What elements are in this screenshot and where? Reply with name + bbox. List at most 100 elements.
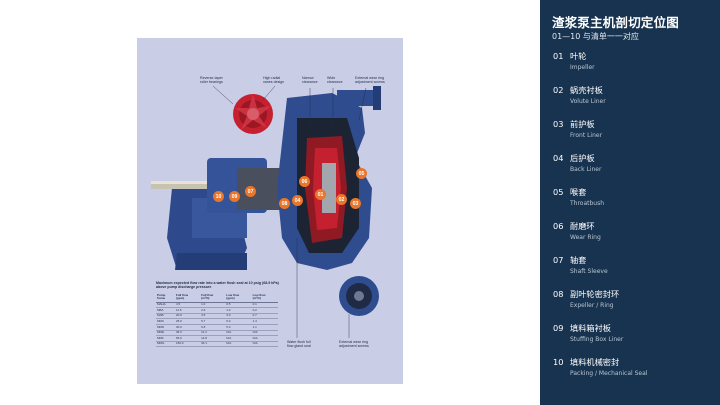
table-cell: MMC	[156, 318, 175, 325]
table-cell: MMD	[156, 324, 175, 331]
table-cell: 34.1	[200, 341, 226, 348]
legend-item-cn: 前护板	[570, 119, 595, 129]
table-cell: 30.0	[174, 324, 201, 331]
table-cell: N/A	[225, 330, 252, 337]
flow-table-header: Full flow (gpm)	[174, 293, 201, 303]
legend-item-en: Back Liner	[570, 166, 602, 173]
flow-rate-table: Pump frame Full flow (gpm) Full flow (m³…	[156, 293, 278, 348]
panel-title: 渣浆泵主机剖切定位图	[552, 15, 680, 30]
legend-item-cn: 叶轮	[570, 51, 587, 61]
flow-table-title: Maximum expected flow rate into a water …	[156, 281, 279, 290]
pump-cutaway-figure: Reverse-taper roller bearings High radia…	[137, 38, 403, 384]
marker-08: 08	[279, 198, 290, 209]
table-cell: MMG	[156, 341, 175, 348]
legend-item-cn: 填料机械密封	[570, 357, 620, 367]
table-cell: 1.1	[251, 324, 278, 331]
table-cell: 2.6	[200, 307, 226, 314]
table-row: MMG 150.0 34.1 N/A N/A	[156, 341, 278, 348]
legend-item-en: Stuffing Box Liner	[570, 336, 624, 343]
table-row: MMC 25.0 5.7 6.0 1.4	[156, 318, 278, 325]
panel-subtitle: 01—10 与清单一一对应	[552, 32, 639, 41]
marker-09: 09	[229, 191, 240, 202]
table-cell: N/A	[251, 341, 278, 348]
table-cell: N/A	[251, 335, 278, 342]
table-cell: 0.2	[251, 307, 278, 314]
legend-item-cn: 轴套	[570, 255, 587, 265]
pump-illustration	[151, 85, 381, 338]
marker-02: 02	[336, 194, 347, 205]
legend-item-cn: 蜗壳衬板	[570, 85, 603, 95]
legend-item-number: 05	[553, 187, 564, 197]
callout-gland-seal: Water flush full flow gland seal	[287, 340, 311, 349]
table-cell: N/A	[225, 341, 252, 348]
table-cell: MAB	[156, 313, 175, 320]
callout-bearings: Reverse-taper roller bearings	[200, 76, 223, 85]
table-cell: 1.0	[200, 302, 226, 309]
marker-07: 07	[245, 186, 256, 197]
marker-05: 05	[356, 168, 367, 179]
legend-item-08: 08 副叶轮密封环 Expeller / Ring	[553, 288, 713, 309]
table-cell: 20.0	[174, 313, 201, 320]
legend-item-number: 10	[553, 357, 564, 367]
table-cell: 150.0	[174, 341, 201, 348]
table-cell: 1.4	[251, 318, 278, 325]
table-cell: MME	[156, 330, 175, 337]
table-cell: 4.5	[200, 313, 226, 320]
legend-item-cn: 副叶轮密封环	[570, 289, 620, 299]
legend-item-cn: 耐磨环	[570, 221, 595, 231]
legend-item-en: Shaft Sleeve	[570, 268, 608, 275]
legend-item-number: 09	[553, 323, 564, 333]
callout-wide-clearance: Wide clearance	[327, 76, 343, 85]
flow-table-header-row: Pump frame Full flow (gpm) Full flow (m³…	[156, 293, 278, 303]
table-cell: 6.8	[200, 324, 226, 331]
table-row: MBA 11.5 2.6 1.0 0.2	[156, 307, 278, 314]
table-cell: 35.0	[174, 330, 201, 337]
table-cell: 25.0	[174, 318, 201, 325]
callout-wear-ring-top: External wear ring adjustment screws	[355, 76, 385, 85]
table-row: MAB 20.0 4.5 3.0 0.7	[156, 313, 278, 320]
marker-10: 10	[213, 191, 224, 202]
table-cell: 6.0	[225, 318, 252, 325]
marker-04: 04	[292, 195, 303, 206]
legend-item-en: Front Liner	[570, 132, 603, 139]
callout-wear-ring-bottom: External wear ring adjustment screws	[339, 340, 369, 349]
legend-item-number: 08	[553, 289, 564, 299]
table-cell: MBA	[156, 307, 175, 314]
marker-03: 03	[350, 198, 361, 209]
legend-item-en: Wear Ring	[570, 234, 601, 241]
table-cell: 3.0	[225, 313, 252, 320]
table-cell: 0.7	[251, 313, 278, 320]
table-cell: N/A	[225, 335, 252, 342]
legend-item-en: Packing / Mechanical Seal	[570, 370, 648, 377]
table-cell: 14.8	[200, 335, 226, 342]
callout-narrow-clearance: Narrow clearance	[302, 76, 318, 85]
legend-item-09: 09 填料箱衬板 Stuffing Box Liner	[553, 322, 713, 343]
flow-table-header: Low flow (gpm)	[225, 293, 252, 303]
table-cell: 5.7	[200, 318, 226, 325]
legend-item-10: 10 填料机械密封 Packing / Mechanical Seal	[553, 356, 713, 377]
table-row: MMF 65.0 14.8 N/A N/A	[156, 335, 278, 342]
flow-table-header: Low flow (m³/h)	[251, 293, 278, 303]
legend-item-number: 04	[553, 153, 564, 163]
table-row: MME 35.0 11.4 N/A N/A	[156, 330, 278, 337]
table-cell: 0.1	[251, 302, 278, 309]
legend-item-number: 02	[553, 85, 564, 95]
legend-item-en: Impeller	[570, 64, 595, 71]
table-cell: N/A	[251, 330, 278, 337]
table-cell: 11.4	[200, 330, 226, 337]
table-cell: MMF	[156, 335, 175, 342]
legend-item-cn: 填料箱衬板	[570, 323, 611, 333]
legend-item-en: Expeller / Ring	[570, 302, 614, 309]
table-cell: 5.0	[225, 324, 252, 331]
table-cell: 4.5	[174, 302, 201, 309]
table-cell: 1.0	[225, 307, 252, 314]
flow-table-header: Pump frame	[156, 293, 175, 303]
legend-item-cn: 喉套	[570, 187, 587, 197]
